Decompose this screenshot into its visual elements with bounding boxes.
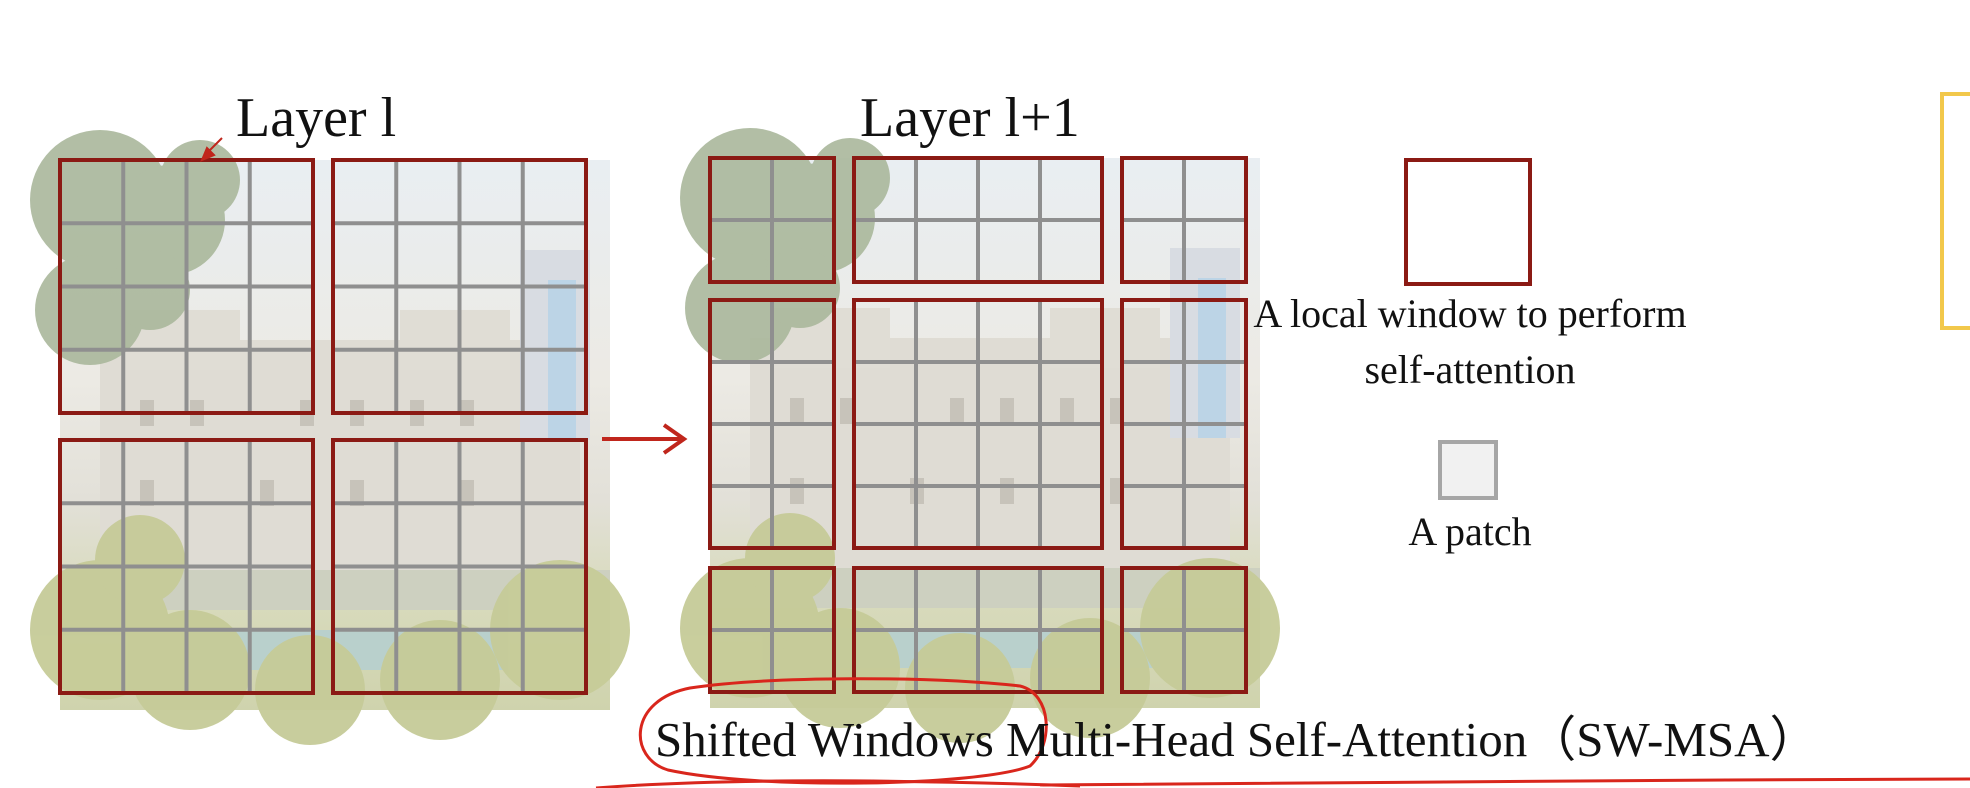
shifted-window [708,298,836,550]
layer-l-patch-grid [60,160,586,693]
layer-l-windows [58,158,588,695]
shifted-window [708,566,836,694]
legend-patch-label: A patch [1408,509,1532,554]
caption-text: Shifted Windows Multi-Head Self-Attentio… [655,712,1819,767]
layer-l1-title: Layer l+1 [860,87,1080,149]
local-window [331,158,588,415]
pen-cursor-icon [200,137,223,162]
layer-l1-windows [708,156,1248,694]
caption-underline-annotation [595,777,1970,788]
shifted-window [1120,156,1248,284]
shifted-window [708,156,836,284]
layer-l1-patch-grid [710,158,1246,692]
legend-window-label: A local window to perform self-attention [1253,291,1687,392]
shifted-window [852,156,1104,284]
transition-arrow [602,423,688,455]
caption-circle-annotation [638,677,1048,785]
local-window [331,438,588,695]
shifted-window [1120,298,1248,550]
local-window [58,438,315,695]
shifted-window [852,298,1104,550]
layer-l-grid [30,130,630,745]
highlight-box [1940,92,1970,330]
legend-window-swatch [1404,158,1532,286]
local-window [58,158,315,415]
legend-patch-swatch [1438,440,1498,500]
layer-l1-grid [680,128,1280,743]
shifted-window [1120,566,1248,694]
shifted-window [852,566,1104,694]
layer-l-title: Layer l [236,87,397,149]
